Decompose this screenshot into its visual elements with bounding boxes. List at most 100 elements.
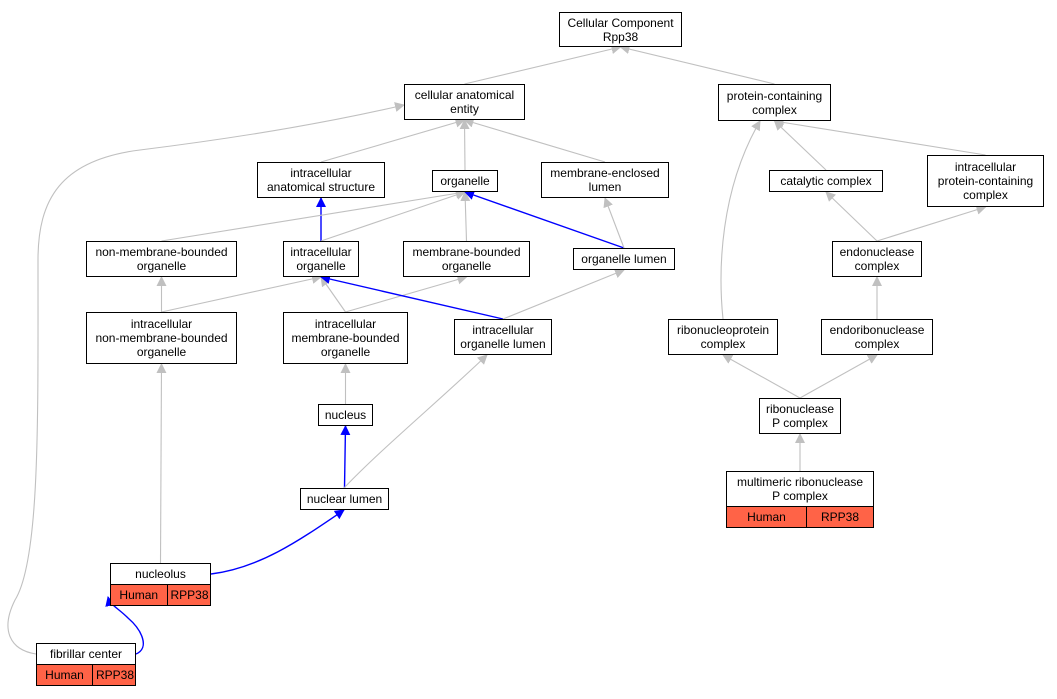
node-label-line: organelle xyxy=(320,345,371,359)
node-label-line: nucleus xyxy=(324,408,367,422)
edge-ribonucleoprotein-complex-to-protein-containing-complex xyxy=(720,120,761,320)
node-label-line: intracellular xyxy=(472,323,534,337)
edge-cellular-anatomical-entity-to-root xyxy=(464,44,622,85)
node-label-line: organelle lumen xyxy=(581,252,667,266)
edge-membrane-enclosed-lumen-to-cellular-anatomical-entity xyxy=(463,117,606,163)
edge-nuclear-lumen-to-intracellular-organelle-lumen xyxy=(343,354,488,489)
edge-ribonuclease-p-complex-to-ribonucleoprotein-complex xyxy=(722,354,801,399)
node-label-line: ribonucleoprotein xyxy=(676,323,770,337)
annotation-gene: RPP38 xyxy=(166,585,212,605)
edge-non-membrane-bounded-organelle-to-organelle xyxy=(161,188,466,242)
node-label-line: non-membrane-bounded xyxy=(95,245,228,259)
annotation-species: Human xyxy=(45,668,84,682)
edge-protein-containing-complex-to-root xyxy=(619,44,775,85)
node-label-line: organelle xyxy=(136,259,187,273)
node-label-line: complex xyxy=(700,337,746,351)
node-label-line: protein-containing xyxy=(937,174,1034,188)
node-label-line: non-membrane-bounded xyxy=(95,331,228,345)
node-label-line: protein-containing xyxy=(726,88,823,103)
edge-membrane-bounded-organelle-to-organelle xyxy=(460,191,471,242)
node-label-line: endoribonuclease xyxy=(829,323,925,337)
node-label-line: intracellular xyxy=(290,245,352,259)
node-label-line: cellular anatomical xyxy=(414,88,515,102)
node-catalytic-complex: catalytic complex xyxy=(769,170,883,192)
node-label-line: organelle xyxy=(440,174,490,188)
edge-catalytic-complex-to-protein-containing-complex xyxy=(773,120,827,171)
node-label-line: nucleolus xyxy=(135,567,186,581)
node-label-line: fibrillar center xyxy=(49,647,123,661)
edge-organelle-to-cellular-anatomical-entity xyxy=(459,119,470,171)
node-label-line: P complex xyxy=(772,489,828,503)
node-label-line: P complex xyxy=(772,416,828,430)
node-label-line: ribonuclease xyxy=(765,402,835,416)
edge-intracellular-protein-containing-complex-to-protein-containing-complex xyxy=(773,117,986,156)
edges-layer xyxy=(7,44,987,655)
node-label-line: organelle xyxy=(441,259,492,273)
node-label-line: nuclear lumen xyxy=(306,492,383,506)
node-label-line: Cellular Component xyxy=(567,15,674,30)
node-label-line: endonuclease xyxy=(839,245,915,259)
edge-endonuclease-complex-to-intracellular-protein-containing-complex xyxy=(876,204,987,242)
node-label-line: multimeric ribonuclease xyxy=(736,475,864,489)
node-label-line: organelle lumen xyxy=(460,337,546,351)
node-label-line: anatomical structure xyxy=(266,180,376,194)
edge-nuclear-lumen-to-nucleus xyxy=(340,425,351,489)
node-label-line: complex xyxy=(854,259,900,273)
node-label-line: membrane-enclosed xyxy=(550,166,660,180)
node-label-line: lumen xyxy=(588,180,622,194)
node-label-line: complex xyxy=(854,337,900,351)
edge-intracellular-organelle-lumen-to-intracellular-organelle xyxy=(320,274,504,320)
node-label-line: Rpp38 xyxy=(602,29,639,44)
node-label-line: complex xyxy=(963,188,1008,202)
edge-intracellular-anatomical-structure-to-cellular-anatomical-entity xyxy=(320,117,466,163)
edge-intracellular-organelle-to-organelle xyxy=(320,190,466,242)
node-label-line: intracellular xyxy=(954,160,1017,174)
annotation-row-nucleolus: Human RPP38 xyxy=(110,585,211,606)
edge-endonuclease-complex-to-catalytic-complex xyxy=(825,191,878,242)
annotation-species: Human xyxy=(747,510,786,524)
edge-nucleolus-to-intracellular-non-membrane-bounded-organelle xyxy=(156,363,167,564)
node-label-line: membrane-bounded xyxy=(291,331,400,345)
node-label-line: membrane-bounded xyxy=(412,245,521,259)
node-label-line: intracellular xyxy=(130,317,193,331)
annotation-gene: RPP38 xyxy=(92,665,137,685)
edge-organelle-lumen-to-membrane-enclosed-lumen xyxy=(603,197,625,249)
node-label-line: organelle xyxy=(296,259,346,273)
node-organelle-lumen: organelle lumen xyxy=(573,248,675,270)
node-nucleus: nucleus xyxy=(318,404,373,426)
node-label-line: intracellular xyxy=(290,166,352,180)
node-label-line: intracellular xyxy=(314,317,377,331)
node-fibrillar-center: fibrillar center xyxy=(36,643,136,665)
edge-organelle-lumen-to-organelle xyxy=(464,190,625,249)
edge-intracellular-non-membrane-bounded-organelle-to-intracellular-organelle xyxy=(161,274,322,313)
annotation-species: Human xyxy=(119,588,159,602)
node-label-line: complex xyxy=(752,102,797,117)
edge-nucleolus-to-nuclear-lumen xyxy=(210,509,345,575)
edge-intracellular-organelle-lumen-to-organelle-lumen xyxy=(502,268,625,320)
node-label-line: entity xyxy=(450,102,479,116)
node-label-line: organelle xyxy=(136,345,187,359)
node-organelle: organelle xyxy=(432,170,498,192)
node-nucleolus: nucleolus xyxy=(110,563,211,585)
edge-ribonuclease-p-complex-to-endoribonuclease-complex xyxy=(799,354,878,399)
node-nuclear-lumen: nuclear lumen xyxy=(300,488,389,510)
annotation-row-fibrillar-center: Human RPP38 xyxy=(36,665,136,686)
